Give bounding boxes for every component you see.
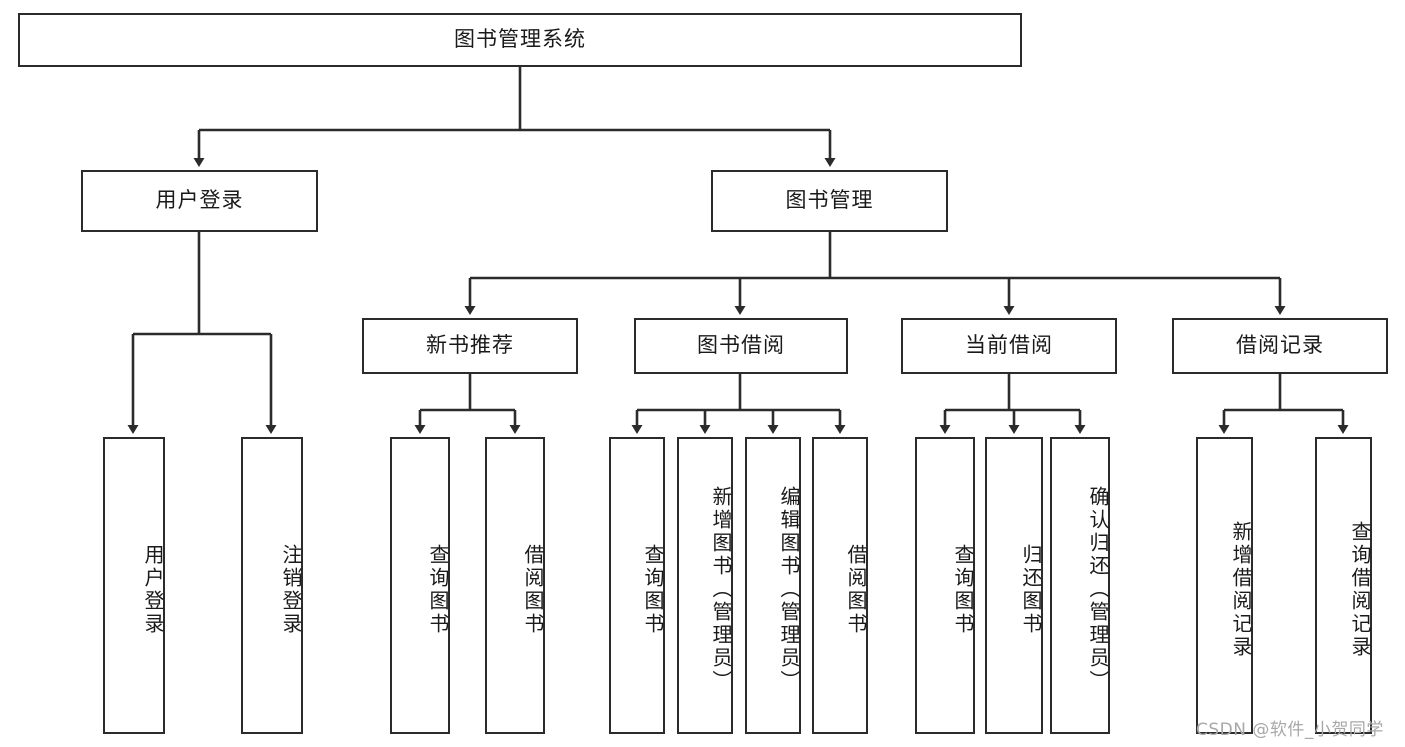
leaf-query-borrow-record-label: 查询借阅记录	[1348, 520, 1370, 659]
leaf-query-borrow-record[interactable]: 查询借阅记录	[1315, 437, 1372, 734]
node-current-borrow-label: 当前借阅	[965, 334, 1053, 358]
node-root-label: 图书管理系统	[454, 28, 586, 52]
node-book-borrow-label: 图书借阅	[697, 334, 785, 358]
watermark: CSDN @软件_小贺同学	[1196, 720, 1384, 740]
node-book-management[interactable]: 图书管理	[711, 170, 948, 232]
node-user-login[interactable]: 用户登录	[81, 170, 318, 232]
leaf-add-borrow-record[interactable]: 新增借阅记录	[1196, 437, 1253, 734]
node-new-book-recommend-label: 新书推荐	[426, 334, 514, 358]
node-root[interactable]: 图书管理系统	[18, 13, 1022, 67]
leaf-edit-book-admin-label: 编辑图书（管理员）	[777, 486, 799, 693]
leaf-confirm-return-admin[interactable]: 确认归还（管理员）	[1050, 437, 1110, 734]
leaf-query-book-borrow-label: 查询图书	[641, 543, 663, 636]
leaf-query-book-recommend-label: 查询图书	[426, 543, 448, 636]
node-book-borrow[interactable]: 图书借阅	[634, 318, 848, 374]
node-current-borrow[interactable]: 当前借阅	[901, 318, 1117, 374]
leaf-logout[interactable]: 注销登录	[241, 437, 303, 734]
leaf-query-book-recommend[interactable]: 查询图书	[390, 437, 450, 734]
leaf-borrow-book[interactable]: 借阅图书	[812, 437, 868, 734]
leaf-query-book-current-label: 查询图书	[951, 543, 973, 636]
leaf-add-borrow-record-label: 新增借阅记录	[1229, 520, 1251, 659]
leaf-user-login[interactable]: 用户登录	[103, 437, 165, 734]
leaf-query-book-current[interactable]: 查询图书	[915, 437, 975, 734]
leaf-edit-book-admin[interactable]: 编辑图书（管理员）	[745, 437, 801, 734]
node-borrow-records-label: 借阅记录	[1236, 334, 1324, 358]
node-book-management-label: 图书管理	[785, 189, 874, 213]
leaf-add-book-admin[interactable]: 新增图书（管理员）	[677, 437, 733, 734]
leaf-user-login-label: 用户登录	[141, 543, 163, 636]
node-borrow-records[interactable]: 借阅记录	[1172, 318, 1388, 374]
leaf-logout-label: 注销登录	[279, 543, 301, 636]
leaf-return-book[interactable]: 归还图书	[985, 437, 1043, 734]
leaf-query-book-borrow[interactable]: 查询图书	[609, 437, 665, 734]
leaf-borrow-book-recommend-label: 借阅图书	[521, 543, 543, 636]
leaf-borrow-book-recommend[interactable]: 借阅图书	[485, 437, 545, 734]
node-user-login-label: 用户登录	[155, 189, 244, 213]
leaf-borrow-book-label: 借阅图书	[844, 543, 866, 636]
leaf-add-book-admin-label: 新增图书（管理员）	[709, 486, 731, 693]
node-new-book-recommend[interactable]: 新书推荐	[362, 318, 578, 374]
leaf-return-book-label: 归还图书	[1019, 543, 1041, 636]
leaf-confirm-return-admin-label: 确认归还（管理员）	[1086, 486, 1108, 693]
